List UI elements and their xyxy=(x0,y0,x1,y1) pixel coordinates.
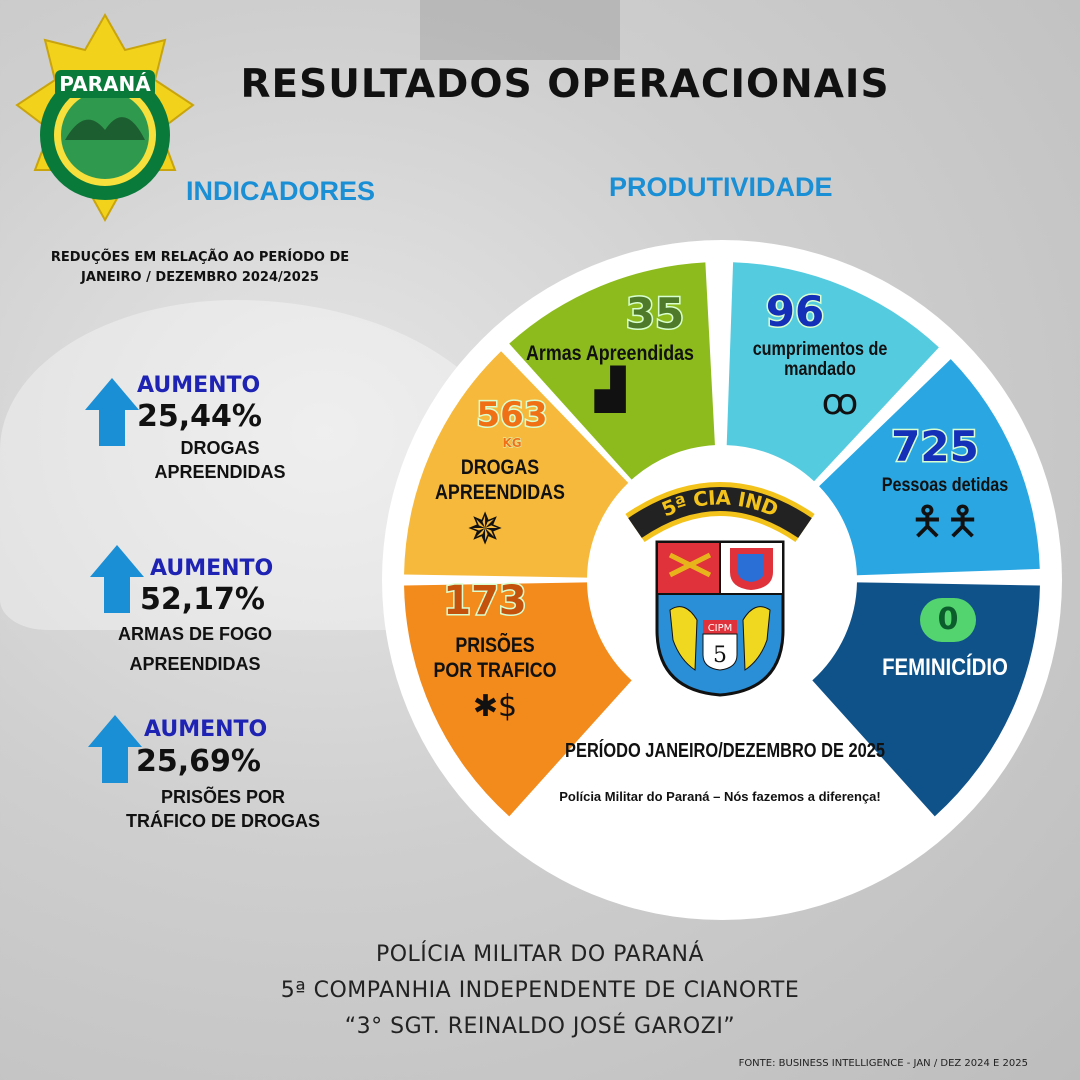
subtitle-line: JANEIRO / DEZEMBRO 2024/2025 xyxy=(81,270,319,285)
drogas-unit: KG xyxy=(502,436,522,450)
detidas-value: 725 xyxy=(890,422,981,471)
5cia-emblem: 5ª CIA IND CIPM 5 xyxy=(625,482,815,697)
cannabis-leaf-icon: ✵ xyxy=(466,504,504,555)
parana-police-logo: PARANÁ xyxy=(15,12,195,223)
segment-mandados xyxy=(726,262,939,482)
arrow-up-icon xyxy=(90,545,144,613)
trend-value: 52,17% xyxy=(140,582,265,617)
footer-line: 5ª COMPANHIA INDEPENDENTE DE CIANORTE xyxy=(280,978,800,1003)
trend-label: AUMENTO xyxy=(144,717,268,742)
mandados-value: 96 xyxy=(764,287,825,336)
drogas-value: 563 xyxy=(475,395,549,435)
arrest-icon: 🯅🯅 xyxy=(909,499,981,545)
trend-label: AUMENTO xyxy=(150,556,274,581)
produtividade-title: PRODUTIVIDADE xyxy=(609,172,833,202)
subtitle-line: REDUÇÕES EM RELAÇÃO AO PERÍODO DE xyxy=(50,250,350,265)
emblem-number: 5 xyxy=(713,643,727,668)
page-title: RESULTADOS OPERACIONAIS xyxy=(240,62,890,107)
footer-line: POLÍCIA MILITAR DO PARANÁ xyxy=(375,942,705,967)
segment-prisoes xyxy=(404,582,632,817)
arrow-up-icon xyxy=(88,715,142,783)
background-billboard xyxy=(420,0,620,60)
prisoes-value: 173 xyxy=(442,578,529,624)
feminicidio-value: 0 xyxy=(920,598,976,642)
feminicidio-label: FEMINICÍDIO xyxy=(882,654,1008,681)
slogan-text: Polícia Militar do Paraná – Nós fazemos … xyxy=(559,789,881,804)
arrow-up-icon xyxy=(85,378,139,446)
segment-feminicidio xyxy=(812,582,1040,817)
trend-value: 25,69% xyxy=(136,744,261,779)
indicadores-title: INDICADORES xyxy=(186,176,376,206)
period-text: PERÍODO JANEIRO/DEZEMBRO DE 2025 xyxy=(565,740,885,762)
segment-armas xyxy=(509,262,715,480)
source-text: FONTE: BUSINESS INTELLIGENCE - JAN / DEZ… xyxy=(738,1058,1028,1069)
segment-detidas xyxy=(819,359,1040,576)
indicadores-subtitle: REDUÇÕES EM RELAÇÃO AO PERÍODO DE JANEIR… xyxy=(30,248,370,288)
armas-value: 35 xyxy=(624,289,685,338)
footer-line: “3° SGT. REINALDO JOSÉ GAROZI” xyxy=(344,1014,736,1039)
pistol-icon: ▟ xyxy=(594,367,626,413)
trend-label: AUMENTO xyxy=(137,373,261,398)
drug-money-icon: ✱$ xyxy=(472,689,518,724)
emblem-cipm-text: CIPM xyxy=(708,623,733,634)
footer: POLÍCIA MILITAR DO PARANÁ 5ª COMPANHIA I… xyxy=(0,937,1080,1045)
handcuffs-icon: ꝏ xyxy=(821,382,859,423)
svg-text:PARANÁ: PARANÁ xyxy=(59,72,151,96)
trend-value: 25,44% xyxy=(137,399,262,434)
segment-drogas xyxy=(404,351,629,578)
armas-label: Armas Apreendidas xyxy=(526,342,694,365)
detidas-label: Pessoas detidas xyxy=(881,475,1009,496)
